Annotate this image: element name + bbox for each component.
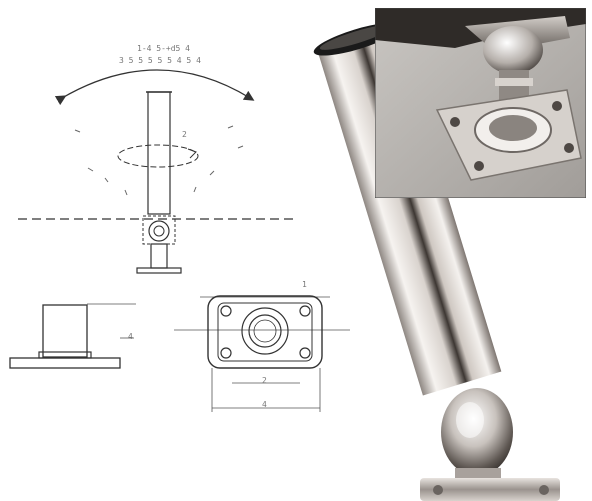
side-view-mount [9,303,136,369]
front-view-tube [147,91,171,215]
rod-base-plate [420,478,560,501]
rod-holder-photo [313,22,560,501]
rotation-note-line2: 3 5 5 5 5 5 4 5 4 [119,56,201,65]
plate-width-label: 2 [262,376,267,385]
front-view-base [136,267,182,274]
top-view-plate [174,295,350,412]
rotation-arc [54,69,255,106]
swivel-ellipse [117,144,199,168]
tilt-ticks [74,125,244,196]
side-dimension-label: 4 [128,332,133,341]
swivel-label: 2 [182,130,187,139]
technical-drawing [9,69,350,412]
mount-closeup-photo [375,8,586,198]
closeup-knuckle [483,26,543,74]
rotation-note-line1: 1-4 5-+d5 4 [137,44,190,53]
plate-height-label: 4 [262,400,267,409]
corner-dimension-label: 1 [302,280,307,289]
ball-joint [148,220,170,242]
